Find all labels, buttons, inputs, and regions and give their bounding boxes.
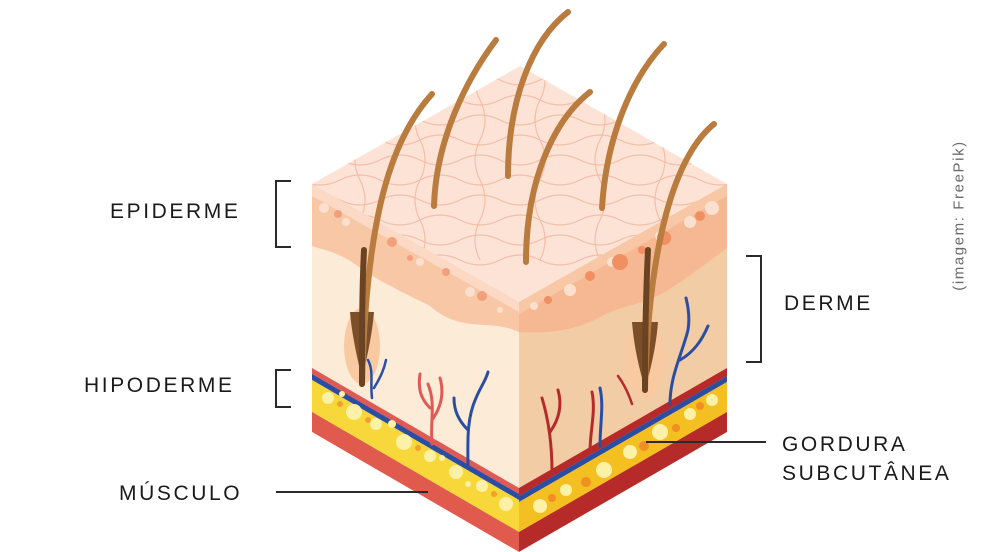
image-credit: (imagem: FreePik) (951, 111, 968, 321)
label-derme: DERME (784, 292, 873, 316)
derme-bracket (746, 256, 761, 362)
label-gordura-line2: SUBCUTÂNEA (782, 459, 952, 488)
hipoderme-bracket (276, 370, 291, 407)
label-gordura-subcutanea: GORDURA SUBCUTÂNEA (782, 430, 952, 488)
label-musculo: MÚSCULO (119, 482, 242, 506)
label-gordura-line1: GORDURA (782, 430, 952, 459)
label-epiderme: EPIDERME (110, 200, 241, 224)
label-hipoderme: HIPODERME (84, 374, 235, 398)
epiderme-bracket (276, 181, 291, 247)
